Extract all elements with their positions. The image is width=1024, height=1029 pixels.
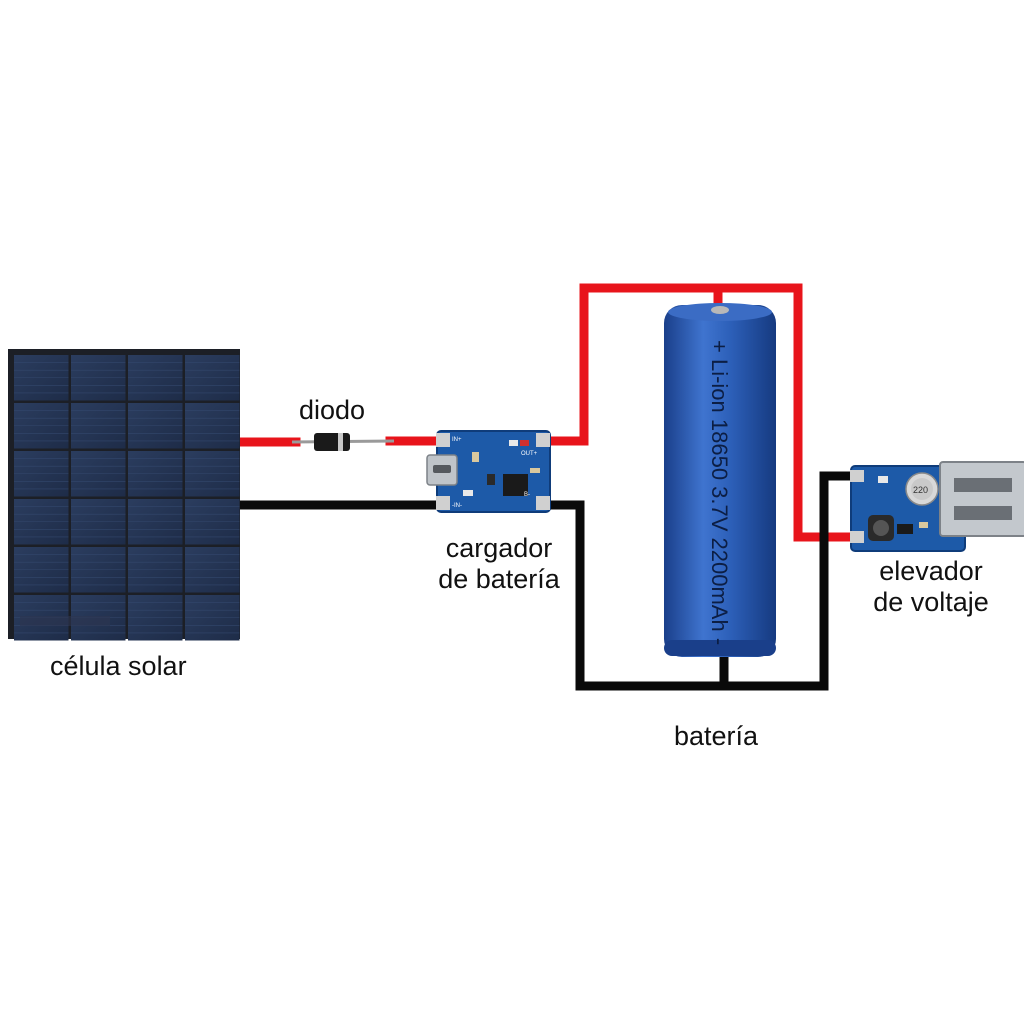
voltage-booster-module: 220 (850, 461, 1024, 552)
booster-label-line2: de voltaje (873, 587, 989, 617)
charger-module: IN+ -IN- OUT+ B- (426, 430, 551, 513)
solar-cell-label: célula solar (50, 651, 187, 681)
charger-label-in-minus: -IN- (452, 503, 462, 509)
booster-label: elevador de voltaje (856, 556, 1006, 618)
charger-label-bat-minus: B- (524, 492, 530, 498)
charger-label-in-plus: IN+ (452, 437, 462, 443)
solar-panel (8, 349, 240, 641)
diode-label: diodo (299, 395, 366, 425)
wire-negative-charger-to-battery (536, 471, 860, 691)
battery-cell: + Li-ion 18650 3.7V 2200mAh - (664, 303, 776, 657)
charger-label: cargador de batería (418, 533, 580, 595)
charger-label-line2: de batería (438, 564, 560, 594)
wire-positive-charger-to-battery (538, 283, 856, 542)
booster-label-line1: elevador (879, 556, 983, 586)
charger-label-line1: cargador (445, 533, 553, 563)
battery-print: + Li-ion 18650 3.7V 2200mAh - (707, 340, 732, 645)
charger-label-out-plus: OUT+ (521, 451, 538, 457)
diode-component (291, 433, 395, 451)
battery-label: batería (674, 721, 759, 751)
booster-inductor-marking: 220 (913, 485, 928, 495)
solar-cell-grid (14, 355, 240, 641)
